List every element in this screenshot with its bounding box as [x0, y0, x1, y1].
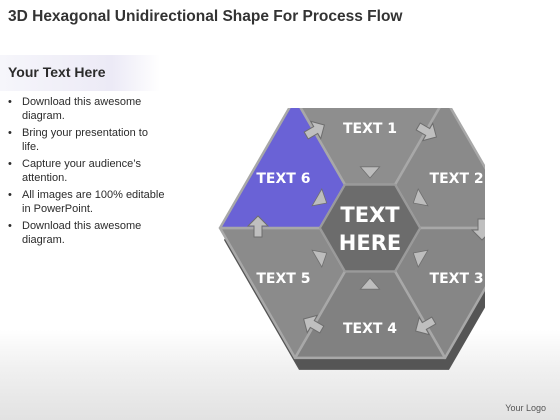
center-text-line-1: TEXT	[340, 203, 400, 227]
flow-arrow-4	[302, 314, 325, 334]
segment-label-4: TEXT 4	[343, 321, 397, 337]
page-title: 3D Hexagonal Unidirectional Shape For Pr…	[8, 8, 403, 25]
flow-arrow-6	[303, 120, 326, 140]
flow-arrow-6-shape	[303, 120, 326, 140]
flow-arrows	[246, 120, 485, 336]
center-text-line-2: HERE	[339, 231, 401, 255]
hub-arrow-3	[412, 249, 429, 268]
segment-label-3: TEXT 3	[430, 271, 484, 287]
bullet-item: Bring your presentation to life.	[6, 126, 168, 154]
hub-arrow-2	[412, 188, 429, 207]
segment-label-2: TEXT 2	[430, 171, 484, 187]
bullet-item: Download this awesome diagram.	[6, 95, 168, 123]
flow-arrow-3	[414, 316, 437, 336]
hub-arrow-5	[311, 249, 328, 268]
center-hexagon	[318, 183, 422, 273]
bullet-item: Capture your audience’s attention.	[6, 157, 168, 185]
hexagon-process-diagram: TEXT 1 TEXT 2 TEXT 3 TEXT 4 TEXT 5 TEXT 6 TEX…	[218, 108, 485, 370]
hub-arrow-4	[359, 277, 381, 290]
flow-arrow-5	[246, 215, 270, 238]
segment-label-1: TEXT 1	[343, 121, 397, 137]
flow-arrow-4-shape	[302, 314, 325, 334]
segment-label-5: TEXT 5	[256, 271, 310, 287]
bullet-list: Download this awesome diagram. Bring you…	[6, 95, 168, 250]
flow-arrow-1-shape	[415, 122, 438, 142]
bullet-item: Download this awesome diagram.	[6, 219, 168, 247]
flow-arrow-2-shape	[470, 218, 485, 241]
sidebar-heading: Your Text Here	[8, 64, 106, 80]
flow-arrow-5-shape	[246, 215, 270, 238]
hub-arrow-6	[311, 188, 328, 207]
logo-text: Your Logo	[505, 403, 546, 413]
hub-arrow-1	[359, 166, 381, 179]
flow-arrow-2	[470, 218, 485, 241]
flow-arrow-3-shape	[414, 316, 437, 336]
segment-labels: TEXT 1 TEXT 2 TEXT 3 TEXT 4 TEXT 5 TEXT 6	[256, 121, 483, 337]
center-hub	[318, 183, 422, 273]
sidebar-heading-bar: Your Text Here	[0, 55, 160, 91]
floor-gradient	[0, 330, 560, 420]
segment-label-6: TEXT 6	[256, 171, 310, 187]
bullet-item: All images are 100% editable in PowerPoi…	[6, 188, 168, 216]
flow-arrow-1	[415, 122, 438, 142]
